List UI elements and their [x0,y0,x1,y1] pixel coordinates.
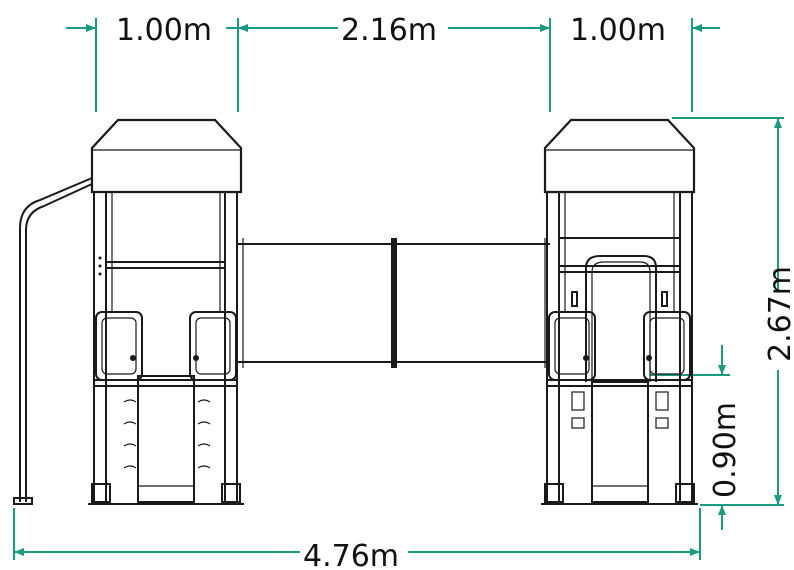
arrowhead [540,24,550,32]
arrowhead [774,118,782,128]
latch [655,417,669,429]
label-deck-height: 0.90m [708,402,743,498]
arrowhead [14,548,24,556]
arrowhead [718,505,726,515]
foot-plate [544,483,564,503]
right-tower-side-panel-right [643,311,691,381]
entry-arch-inner [591,261,651,382]
foot-plate [675,483,695,503]
handrail-footing [13,497,33,505]
right-tower [541,118,698,505]
left-tower [13,118,244,505]
foot-plate [221,483,241,503]
hook [571,291,578,307]
panel-clamp [583,355,589,361]
left-tower-side-panel-right [189,311,237,381]
left-tower-climber [137,375,195,503]
panel-inner [195,317,231,375]
panel-inner [554,317,590,375]
panel-inner [101,317,137,375]
right-tower-roof [543,118,696,194]
left-tower-handrail-pole-inner [25,183,93,502]
foot-plate [91,483,111,503]
hook [661,291,668,307]
right-tower-entry-arch [585,255,657,382]
bolt [98,256,102,260]
climbing-holds [123,399,211,469]
latch [571,391,585,411]
arrowhead [690,548,700,556]
dimension-lines [13,18,784,560]
left-tower-handrail-pole [19,177,93,502]
dimension-labels: 1.00m 2.16m 1.00m 2.67m 0.90m 4.76m [116,13,794,570]
left-tower-side-panel-left [95,311,143,381]
arrowhead [774,495,782,505]
arrowhead [692,24,702,32]
panel-clamp [193,355,199,361]
panel-clamp [130,355,136,361]
tunnel-centre-joint [391,238,397,368]
label-right-tower-width: 1.00m [570,13,666,48]
label-left-tower-width: 1.00m [116,13,212,48]
latch [571,417,585,429]
tunnel-bridge [237,238,550,368]
arrowhead [238,24,248,32]
label-total-height: 2.67m [763,266,794,362]
label-gap-width: 2.16m [341,13,437,48]
left-tower-roof [90,118,243,194]
latch [655,391,669,411]
right-tower-lower-panel [591,381,649,503]
panel-inner [649,317,685,375]
arrowhead [718,365,726,375]
arrowhead [86,24,96,32]
right-tower-side-panel-left [548,311,596,381]
bolt [98,272,102,276]
bolt [98,264,102,268]
label-total-width: 4.76m [303,539,399,570]
panel-clamp [646,355,652,361]
